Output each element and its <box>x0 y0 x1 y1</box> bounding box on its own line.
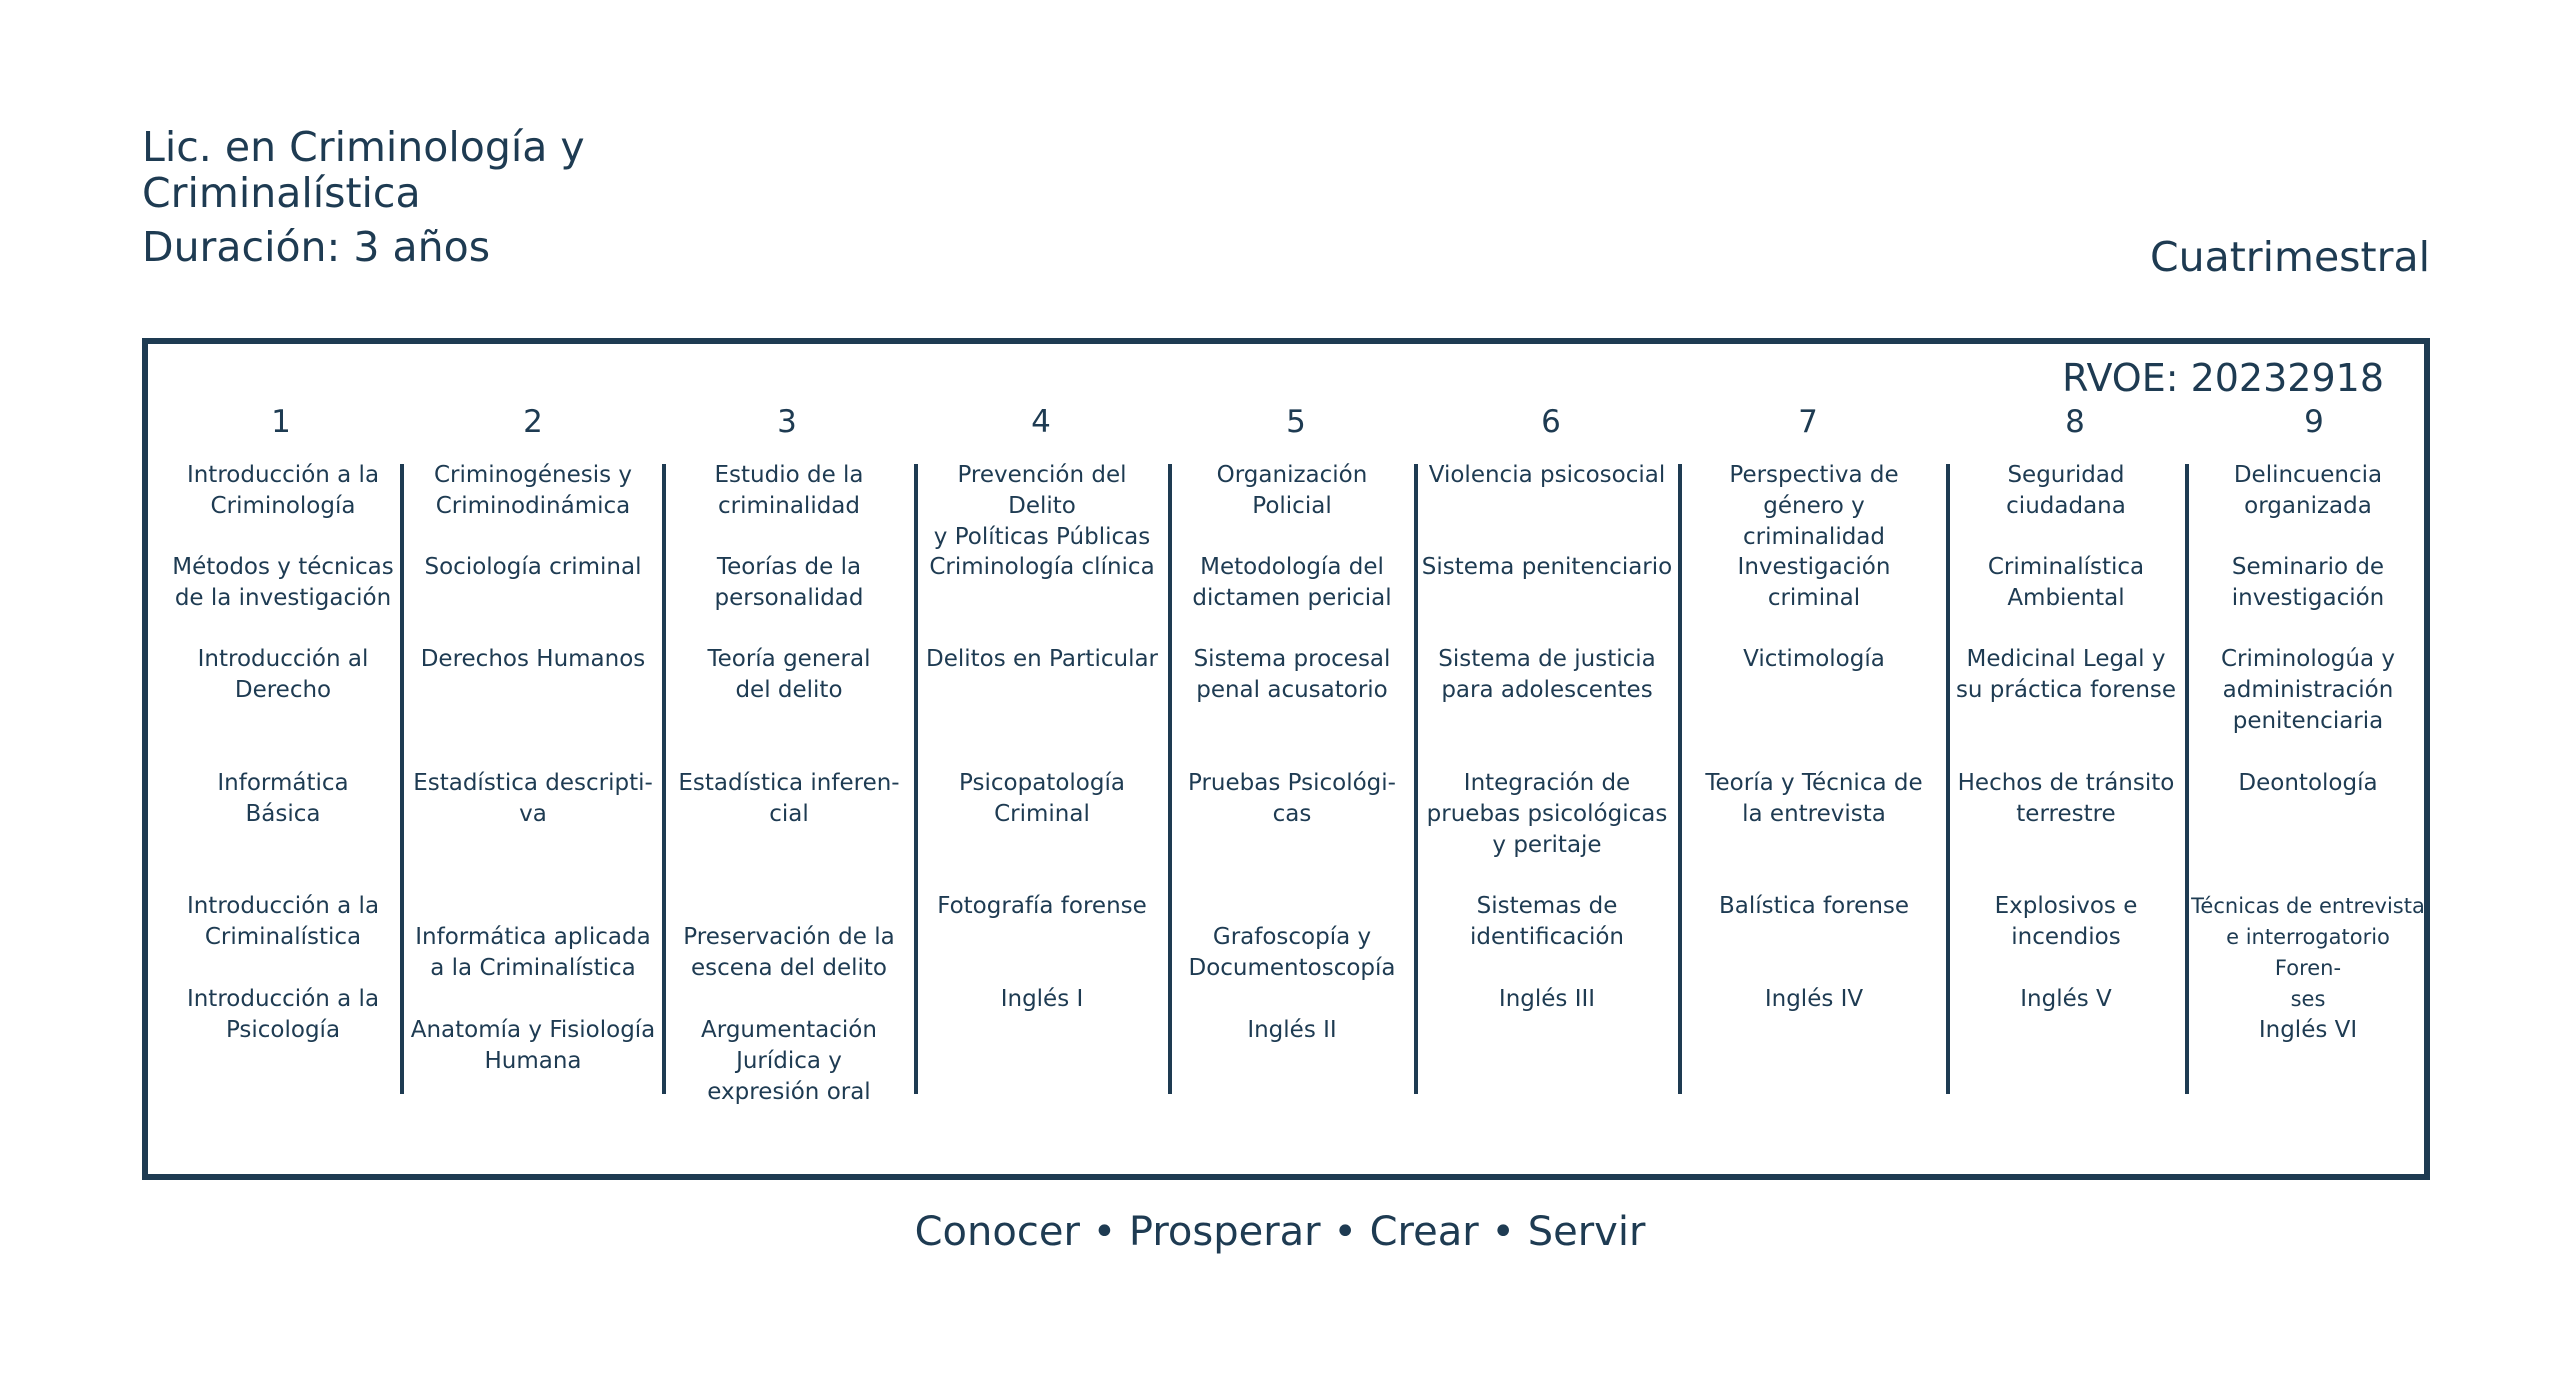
subject-cell: Sistema de justicia para adolescentes <box>1438 646 1656 703</box>
program-modality: Cuatrimestral <box>2149 233 2430 281</box>
program-title: Lic. en Criminología y Criminalística <box>142 123 585 217</box>
column-number-7: 7 <box>1798 404 1818 440</box>
subject-cell: Teoría y Técnica de la entrevista <box>1705 770 1923 827</box>
column-number-3: 3 <box>777 404 797 440</box>
column-divider <box>914 464 918 1094</box>
subject-cell: Criminogénesis y Criminodinámica <box>433 462 633 519</box>
column-divider <box>1946 464 1950 1094</box>
subject-cell: Inglés II <box>1247 1017 1337 1043</box>
subject-cell: Argumentación Jurídica y expresión oral <box>701 1017 877 1105</box>
column-number-8: 8 <box>2065 404 2085 440</box>
subject-cell: Pruebas Psicológi- cas <box>1188 770 1396 827</box>
subject-cell: Preservación de la escena del delito <box>683 924 895 981</box>
subject-cell: Estudio de la criminalidad <box>714 462 864 519</box>
subject-cell: Hechos de tránsito terrestre <box>1957 770 2175 827</box>
column-number-2: 2 <box>523 404 543 440</box>
subject-cell: Sistema procesal penal acusatorio <box>1193 646 1391 703</box>
subject-cell: Inglés V <box>2020 986 2112 1012</box>
subject-cell: Introducción a la Criminología <box>186 462 380 519</box>
subject-cell: Teorías de la personalidad <box>714 554 864 611</box>
subject-cell: Estadística descripti- va <box>413 770 653 827</box>
subject-cell: Balística forense <box>1718 893 1910 919</box>
subject-cell: Perspectiva de género y criminalidad <box>1729 462 1899 550</box>
subject-cell: Sistemas de identificación <box>1469 893 1625 950</box>
subject-cell: Inglés IV <box>1764 986 1864 1012</box>
column-number-5: 5 <box>1286 404 1306 440</box>
column-number-1: 1 <box>271 404 291 440</box>
subject-cell: Estadística inferen- cial <box>678 770 900 827</box>
subject-cell: Prevención del Delito y Políticas Públic… <box>933 462 1151 550</box>
column-divider <box>400 464 404 1094</box>
subject-cell: Inglés III <box>1498 986 1596 1012</box>
subject-cell: Seminario de investigación <box>2231 554 2385 611</box>
column-divider <box>1414 464 1418 1094</box>
subject-cell: Inglés I <box>1000 986 1084 1012</box>
subject-cell: Informática aplicada a la Criminalística <box>415 924 651 981</box>
subject-cell: Deontología <box>2238 770 2378 796</box>
subject-cell: Grafoscopía y Documentoscopía <box>1188 924 1396 981</box>
subject-cell: Inglés VI <box>2258 1017 2358 1043</box>
subject-cell: Introducción al Derecho <box>197 646 369 703</box>
subject-cell: Criminologúa y administración penitencia… <box>2220 646 2395 734</box>
subject-cell: Investigación criminal <box>1737 554 1891 611</box>
column-number-9: 9 <box>2304 404 2324 440</box>
subject-cell: Medicinal Legal y su práctica forense <box>1955 646 2177 703</box>
subject-cell: Metodología del dictamen pericial <box>1192 554 1392 611</box>
subject-cell: Criminología clínica <box>929 554 1155 580</box>
subject-cell: Anatomía y Fisiología Humana <box>410 1017 656 1074</box>
subject-cell: Técnicas de entrevista e interrogatorio … <box>2191 894 2425 1011</box>
column-divider <box>2185 464 2189 1094</box>
subject-cell: Fotografía forense <box>937 893 1147 919</box>
curriculum-frame: RVOE: 20232918 1 2 3 4 5 6 7 8 9 Introdu… <box>142 338 2430 1180</box>
subject-cell: Delitos en Particular <box>925 646 1159 672</box>
column-divider <box>1168 464 1172 1094</box>
subject-cell: Delincuencia organizada <box>2233 462 2383 519</box>
institution-motto: Conocer • Prosperar • Crear • Servir <box>914 1209 1646 1255</box>
subject-cell: Informática Básica <box>217 770 349 827</box>
column-divider <box>662 464 666 1094</box>
column-number-4: 4 <box>1031 404 1051 440</box>
subject-cell: Integración de pruebas psicológicas y pe… <box>1426 770 1668 858</box>
column-divider <box>1678 464 1682 1094</box>
subject-cell: Seguridad ciudadana <box>2006 462 2126 519</box>
program-duration: Duración: 3 años <box>142 223 491 271</box>
subject-cell: Sociología criminal <box>424 554 642 580</box>
column-number-6: 6 <box>1541 404 1561 440</box>
subject-cell: Explosivos e incendios <box>1994 893 2138 950</box>
subject-cell: Introducción a la Criminalística <box>186 893 380 950</box>
subject-cell: Teoría general del delito <box>707 646 871 703</box>
subject-cell: Violencia psicosocial <box>1428 462 1666 488</box>
subject-cell: Organización Policial <box>1216 462 1368 519</box>
subject-cell: Métodos y técnicas de la investigación <box>172 554 394 611</box>
subject-cell: Sistema penitenciario <box>1421 554 1673 580</box>
subject-cell: Introducción a la Psicología <box>186 986 380 1043</box>
rvoe-label: RVOE: 20232918 <box>2062 356 2384 400</box>
subject-cell: Derechos Humanos <box>420 646 646 672</box>
subject-cell: Victimología <box>1743 646 1885 672</box>
subject-cell: Psicopatología Criminal <box>959 770 1125 827</box>
subject-cell: Criminalística Ambiental <box>1987 554 2145 611</box>
